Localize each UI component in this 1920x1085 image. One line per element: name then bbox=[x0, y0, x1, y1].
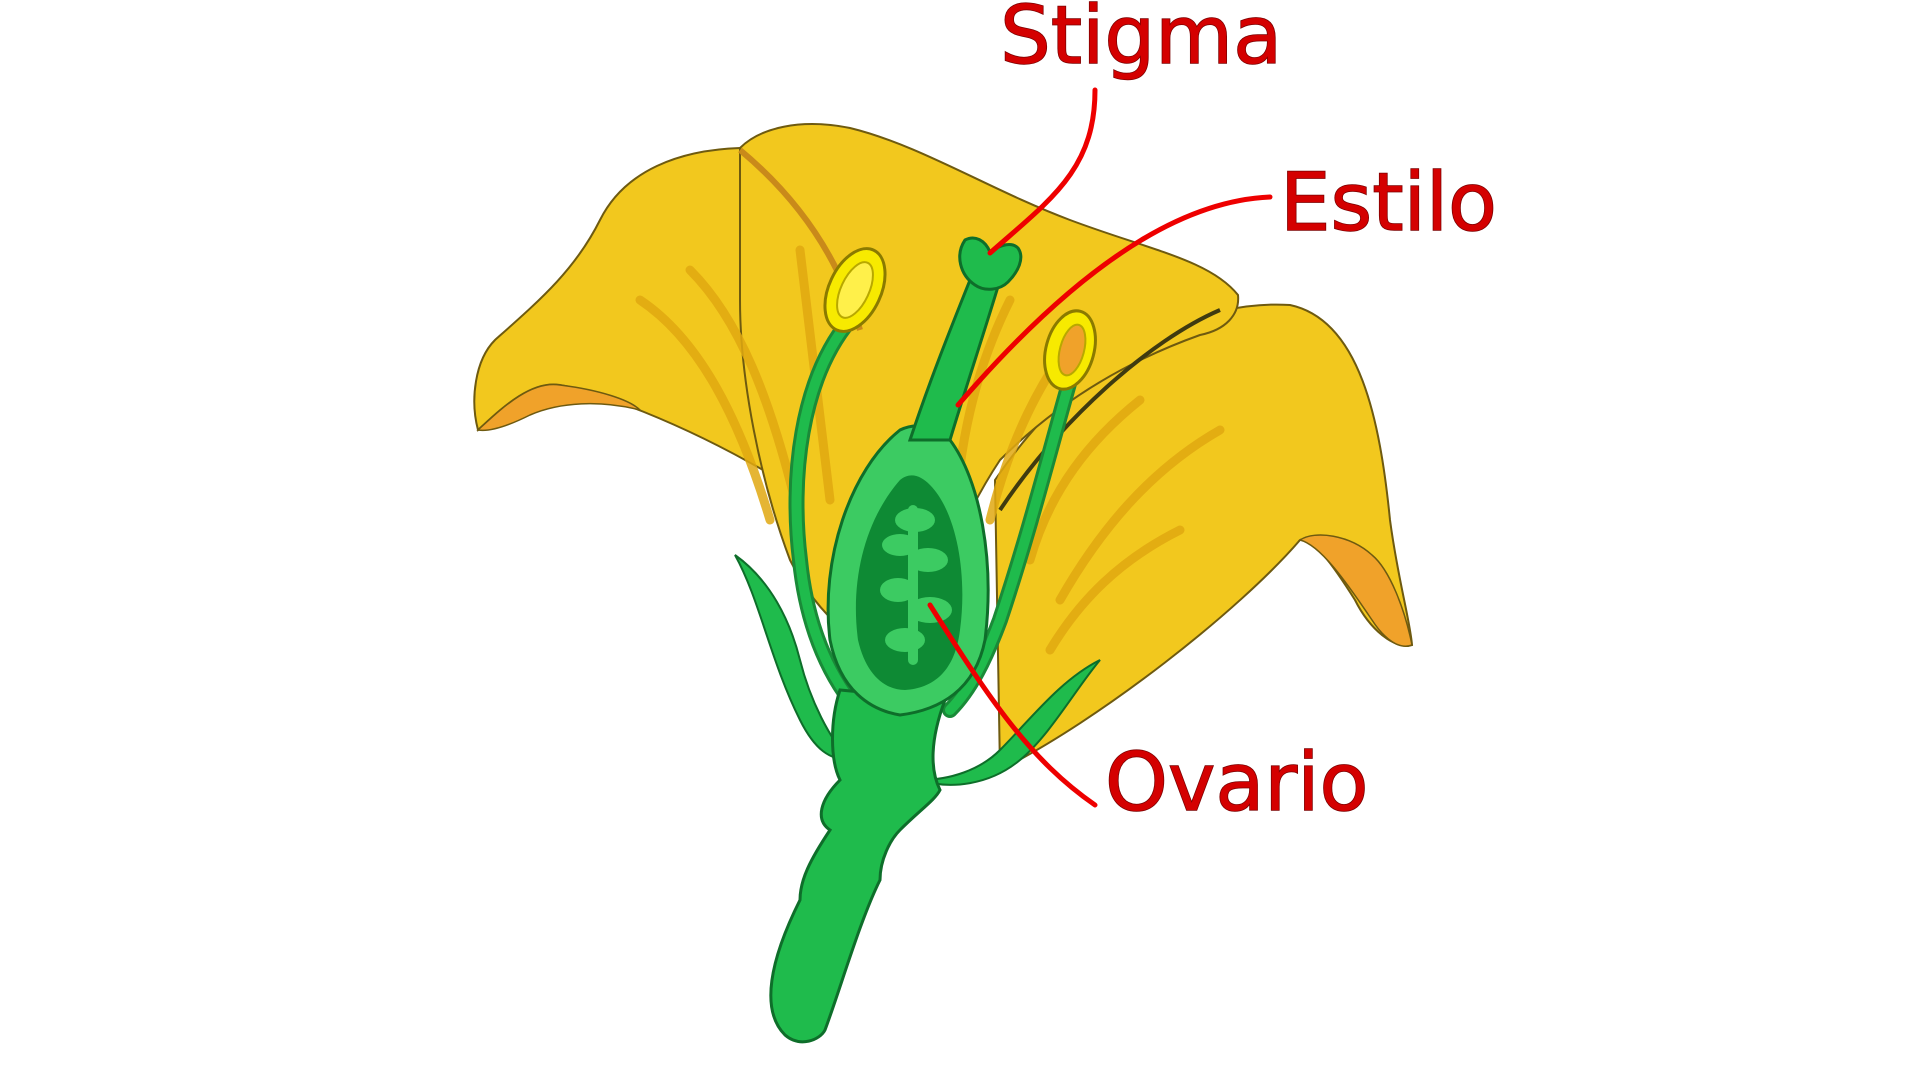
pistil bbox=[769, 236, 1023, 1044]
label-group-ovary: Ovario bbox=[927, 602, 1369, 830]
stamens bbox=[788, 247, 1097, 718]
leader-line-stigma bbox=[987, 87, 1098, 256]
label-group-style: Estilo bbox=[955, 155, 1498, 408]
ovules bbox=[880, 505, 952, 665]
petal-crease bbox=[998, 308, 1221, 512]
label-ovary: Ovario bbox=[1105, 736, 1368, 829]
petal-right-inner bbox=[1298, 534, 1413, 647]
stigma bbox=[958, 236, 1023, 291]
leader-line-ovary bbox=[927, 602, 1098, 808]
leader-line-style bbox=[955, 194, 1273, 408]
label-stigma: Stigma bbox=[1000, 0, 1282, 82]
petal-left-inner bbox=[476, 383, 643, 432]
label-group-stigma: Stigma bbox=[987, 0, 1283, 256]
stem bbox=[769, 688, 948, 1044]
style bbox=[907, 278, 1003, 442]
label-style: Estilo bbox=[1280, 156, 1497, 249]
